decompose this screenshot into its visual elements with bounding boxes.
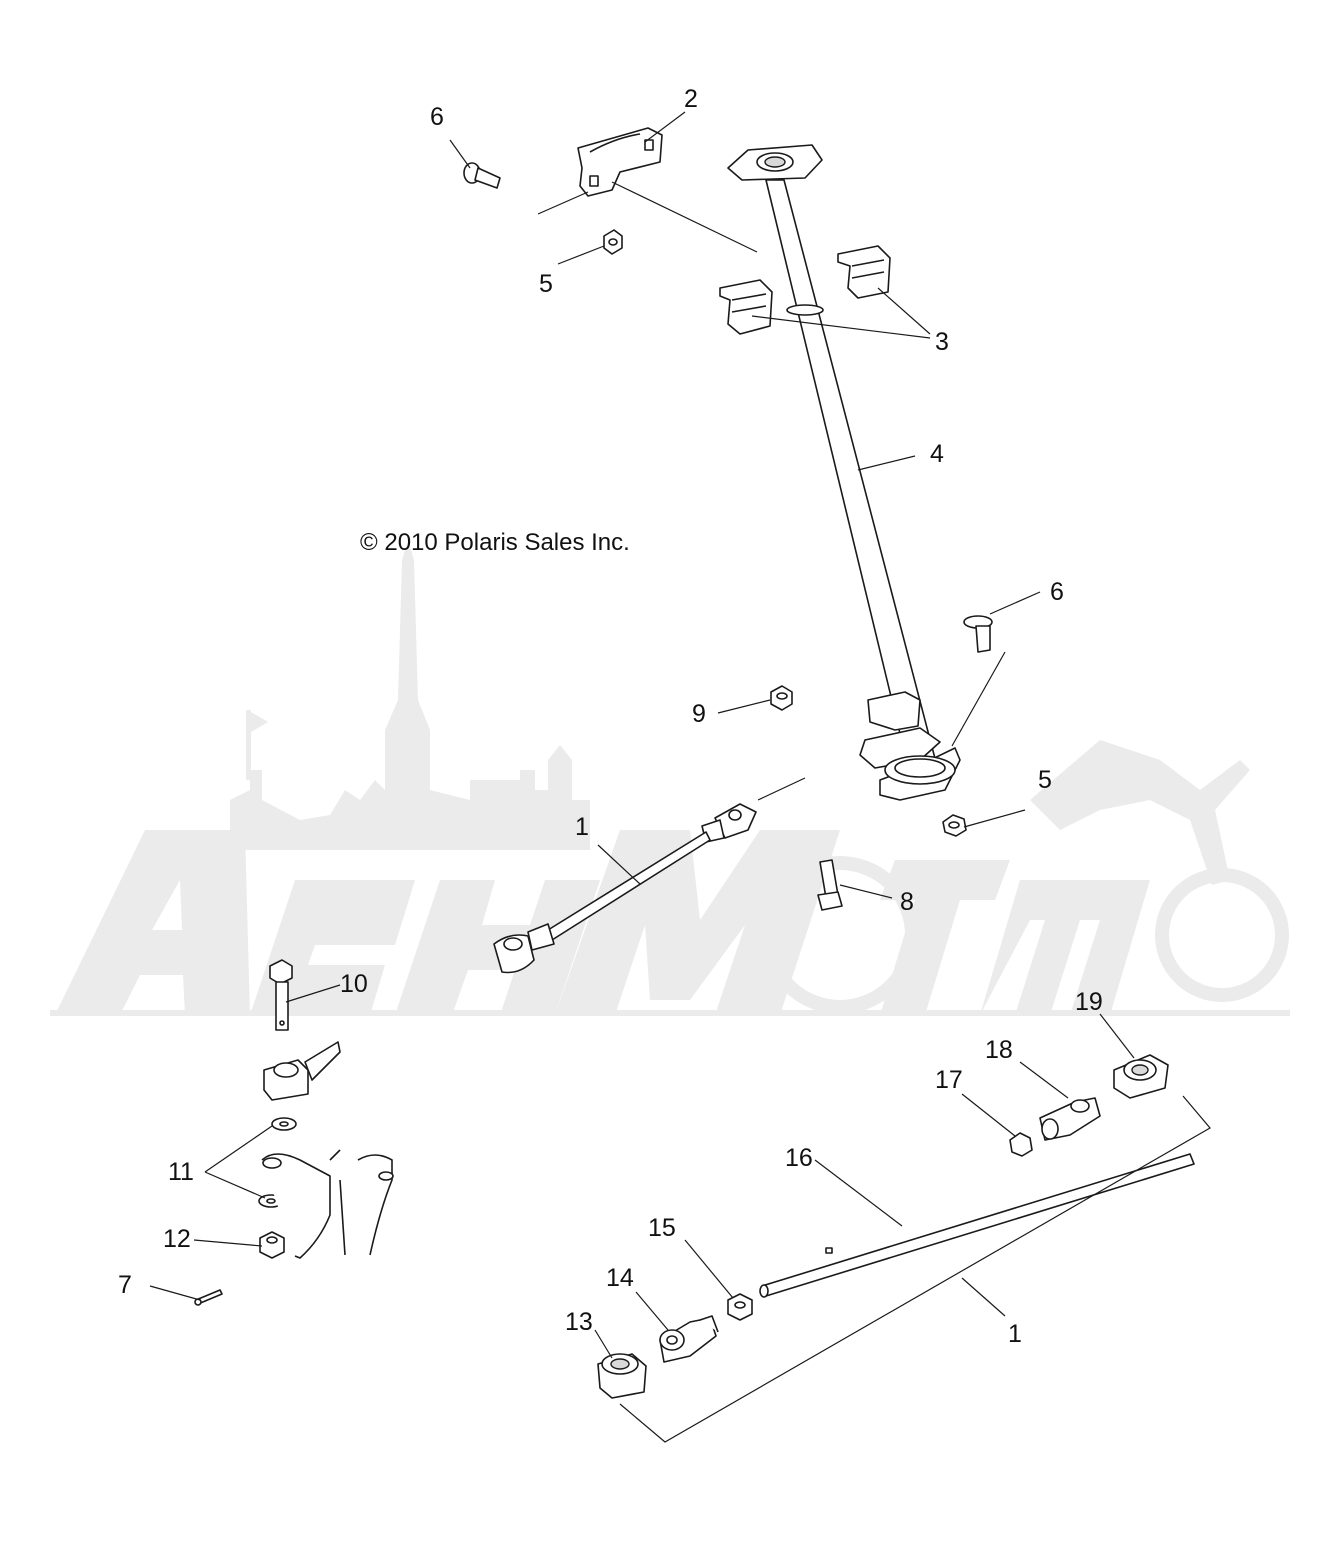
- part-1-tie-rod: [493, 803, 757, 974]
- rod-end-left: [263, 1041, 341, 1101]
- part-7-cotter-pin: [194, 1289, 223, 1306]
- watermark-skyline: [230, 540, 590, 850]
- callout-6-upper: 6: [430, 103, 444, 131]
- watermark-bike-frame: [1030, 740, 1250, 885]
- watermark-logo: [50, 540, 1290, 1016]
- callout-16: 16: [785, 1144, 813, 1172]
- copyright-text: © 2010 Polaris Sales Inc.: [360, 529, 630, 556]
- leader-lines: [149, 111, 1211, 1443]
- part-9-nut: [770, 685, 793, 711]
- callout-6-lower: 6: [1050, 578, 1064, 606]
- part-18-ball-joint: [1039, 1097, 1101, 1141]
- part-8-bolt: [817, 859, 843, 911]
- callout-19: 19: [1075, 988, 1103, 1016]
- part-12-nut: [259, 1231, 285, 1259]
- part-10-bolt: [269, 959, 293, 1031]
- watermark-letter-e: [250, 880, 415, 1015]
- callout-labels: 2 6 5 3 4 6 9 5 1 8 10 19 18 17 16 11 12…: [118, 85, 1103, 1348]
- watermark-letter-m2: [980, 880, 1150, 1015]
- part-15-jam-nut: [727, 1293, 753, 1321]
- callout-4: 4: [930, 440, 944, 468]
- part-5-nut-upper: [603, 229, 623, 255]
- callout-5-lower: 5: [1038, 766, 1052, 794]
- watermark-baseline: [50, 1010, 1290, 1016]
- watermark-letter-a: [55, 830, 250, 1015]
- part-2-clamp-bracket: [577, 127, 663, 197]
- part-6-bolt-upper: [463, 162, 501, 189]
- watermark-flag: [251, 712, 268, 732]
- callout-18: 18: [985, 1036, 1013, 1064]
- callout-12: 12: [163, 1225, 191, 1253]
- callout-13: 13: [565, 1308, 593, 1336]
- part-17-jam-nut: [1009, 1132, 1033, 1157]
- callout-15: 15: [648, 1214, 676, 1242]
- part-16-tie-rod-shaft: [759, 1153, 1195, 1298]
- watermark-flagpole: [246, 710, 251, 780]
- watermark-letter-t: [880, 860, 1010, 1015]
- callout-9: 9: [692, 700, 706, 728]
- callout-2: 2: [684, 85, 698, 113]
- part-6-bolt-lower: [963, 615, 993, 653]
- callout-17: 17: [935, 1066, 963, 1094]
- callout-8: 8: [900, 888, 914, 916]
- part-3-bushing-left: [719, 279, 773, 335]
- callout-5-upper: 5: [539, 270, 553, 298]
- callout-3: 3: [935, 328, 949, 356]
- part-4-steering-column: [727, 144, 961, 801]
- callout-11: 11: [168, 1158, 194, 1186]
- callout-7: 7: [118, 1271, 132, 1299]
- spindle-arm: [261, 1149, 394, 1259]
- part-14-ball-joint: [659, 1315, 719, 1363]
- part-19-rod-end: [1113, 1054, 1169, 1099]
- callout-14: 14: [606, 1264, 634, 1292]
- part-11-washer-upper: [271, 1117, 297, 1131]
- watermark-wheel-rear: [1155, 868, 1289, 1002]
- callout-1-upper: 1: [575, 813, 589, 841]
- part-3-bushing-right: [837, 245, 891, 299]
- callout-1-lower: 1: [1008, 1320, 1022, 1348]
- callout-10: 10: [340, 970, 368, 998]
- part-13-rod-end: [597, 1353, 647, 1399]
- part-5-nut-lower: [942, 814, 967, 837]
